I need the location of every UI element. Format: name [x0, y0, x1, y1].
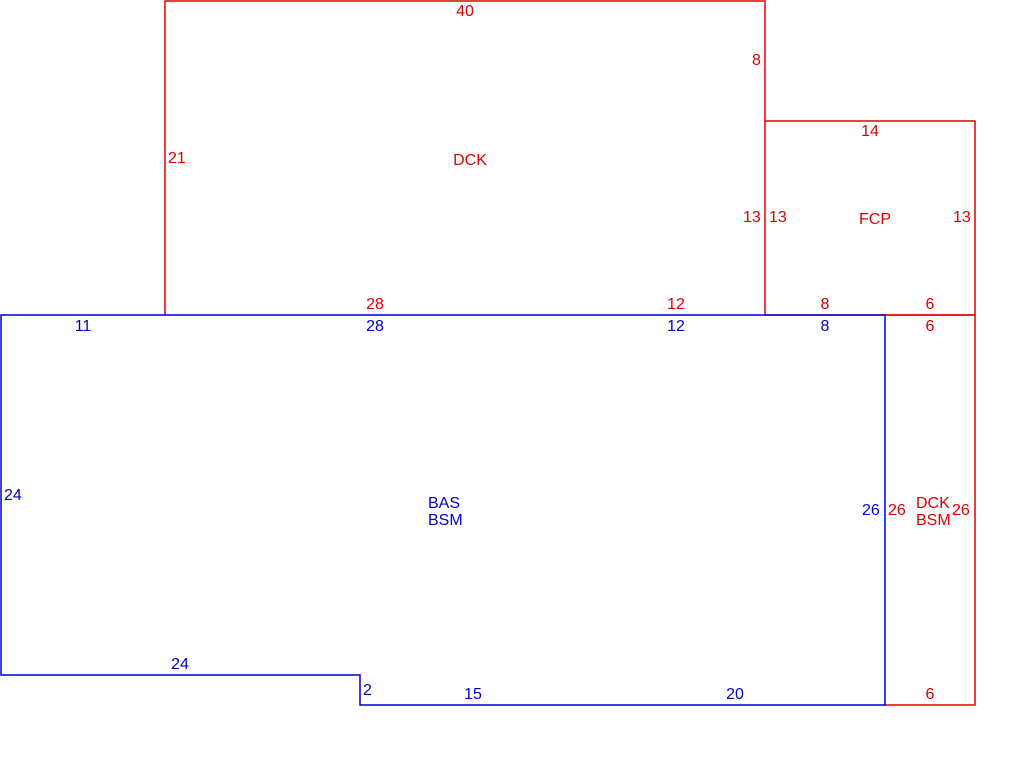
deck-side-dim-bottom: 6 — [926, 686, 935, 703]
deck-side-dim-left: 26 — [888, 502, 906, 519]
bas-dim-top-right: 12 — [667, 318, 685, 335]
deck-side-dim-top: 6 — [926, 318, 935, 335]
deck-top-dim-bottom-left: 28 — [366, 296, 384, 313]
bas-code-1: BAS — [428, 495, 460, 512]
fcp-code: FCP — [859, 211, 891, 228]
deck-top-dim-right-lower: 13 — [743, 209, 761, 226]
deck-top-dim-left: 21 — [168, 150, 186, 167]
deck-top-dim-right-upper: 8 — [752, 52, 761, 69]
bas-dim-top-left: 11 — [75, 318, 92, 335]
bas-dim-step: 2 — [363, 682, 372, 699]
fcp-dim-left: 13 — [769, 209, 787, 226]
fcp-dim-right: 13 — [953, 209, 971, 226]
bas-code-2: BSM — [428, 512, 463, 529]
bas-dim-bottom-mid: 15 — [464, 686, 482, 703]
bas-dim-top-far: 8 — [821, 318, 830, 335]
bas-dim-top-mid: 28 — [366, 318, 384, 335]
deck-top-outline — [164, 0, 766, 315]
bas-dim-right: 26 — [862, 502, 880, 519]
fcp-dim-bottom-right: 6 — [926, 296, 935, 313]
bas-dim-bottom-left: 24 — [171, 656, 189, 673]
deck-top-code: DCK — [453, 152, 487, 169]
deck-top-dim-bottom-right: 12 — [667, 296, 685, 313]
fcp-dim-bottom-left: 8 — [821, 296, 830, 313]
deck-top-dim-top: 40 — [456, 3, 474, 20]
deck-side-outline — [885, 314, 976, 706]
bas-dim-bottom-right: 20 — [726, 686, 744, 703]
deck-side-code-1: DCK — [916, 495, 950, 512]
bas-dim-left: 24 — [4, 487, 22, 504]
fcp-dim-top: 14 — [861, 123, 879, 140]
deck-side-dim-right: 26 — [952, 502, 970, 519]
deck-side-code-2: BSM — [916, 512, 951, 529]
bas-outline — [0, 314, 886, 706]
